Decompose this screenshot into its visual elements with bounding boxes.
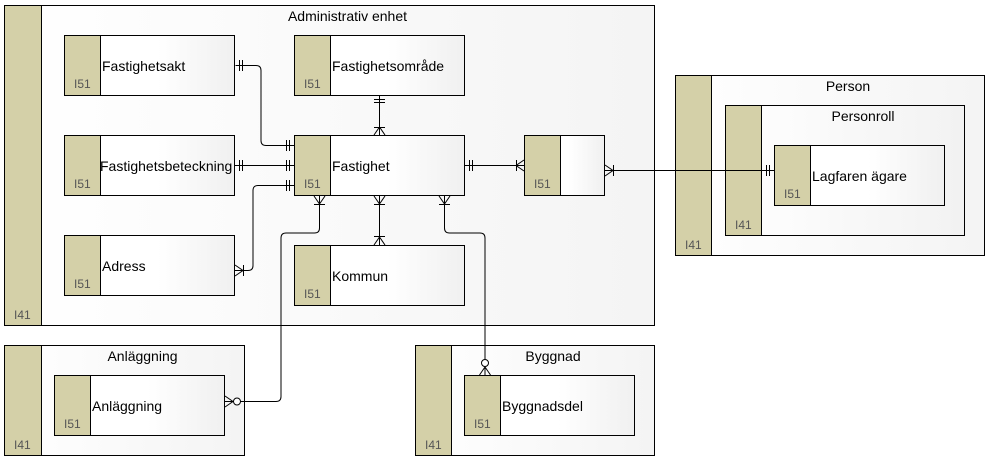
- entity-anlaggning[interactable]: I51 Anläggning: [54, 375, 225, 436]
- entity-stereotype-label: I51: [304, 177, 321, 191]
- entity-lagfaren-agare[interactable]: I51 Lagfaren ägare: [774, 145, 945, 206]
- entity-fastighetsomrade[interactable]: I51 Fastighetsområde: [294, 35, 465, 96]
- entity-stereotype-label: I51: [784, 187, 801, 201]
- package-stereotype-label: I41: [735, 218, 752, 232]
- relation-fastighet-byggnadsdel[interactable]: [438, 195, 491, 376]
- entity-name: Fastighet: [332, 158, 390, 174]
- relation-fastighetsakt-fastighet[interactable]: [235, 60, 295, 151]
- entity-stereotype-label: I51: [304, 77, 321, 91]
- relation-fastighet-kommun[interactable]: [373, 195, 386, 246]
- entity-name: Lagfaren ägare: [812, 168, 907, 184]
- package-stereotype-strip: I41: [416, 346, 452, 455]
- entity-name: Byggnadsdel: [502, 398, 583, 414]
- entity-fastighetsakt[interactable]: I51 Fastighetsakt: [64, 35, 235, 96]
- package-stereotype-label: I41: [14, 308, 31, 322]
- entity-stereotype-label: I51: [64, 417, 81, 431]
- package-title: Personroll: [831, 108, 895, 124]
- entity-stereotype-label: I51: [74, 277, 91, 291]
- entity-name: Kommun: [332, 268, 389, 284]
- package-stereotype-strip: I41: [676, 76, 712, 255]
- relation-fastighet-unnamed[interactable]: [465, 159, 525, 172]
- entity-stereotype-strip: I51: [295, 36, 331, 95]
- entity-adress[interactable]: I51 Adress: [64, 235, 235, 296]
- entity-name: Adress: [102, 258, 146, 274]
- entity-stereotype-strip: I51: [465, 376, 501, 435]
- entity-name: Anläggning: [92, 398, 163, 414]
- entity-name: Fastighetsområde: [332, 58, 445, 74]
- package-title: Anläggning: [107, 348, 178, 364]
- entity-name: Fastighetsbeteckning: [100, 158, 233, 174]
- package-title: Byggnad: [525, 348, 581, 364]
- relation-fastighet-anlaggning[interactable]: [224, 195, 326, 408]
- entity-stereotype-strip: I51: [295, 246, 331, 305]
- entity-kommun[interactable]: I51 Kommun: [294, 245, 465, 306]
- entity-fastighet[interactable]: I51 Fastighet: [294, 135, 465, 196]
- entity-stereotype-label: I51: [304, 287, 321, 301]
- package-stereotype-label: I41: [685, 238, 702, 252]
- entity-stereotype-strip: I51: [65, 236, 101, 295]
- package-stereotype-label: I41: [425, 438, 442, 452]
- package-stereotype-strip: I41: [5, 346, 42, 455]
- package-title: Administrativ enhet: [287, 8, 408, 24]
- entity-name: Fastighetsakt: [102, 58, 186, 74]
- entity-stereotype-label: I51: [74, 77, 91, 91]
- entity-stereotype-strip: I51: [525, 136, 561, 195]
- entity-stereotype-label: I51: [534, 177, 551, 191]
- entity-stereotype-strip: I51: [65, 36, 101, 95]
- entity-stereotype-strip: I51: [55, 376, 91, 435]
- package-stereotype-label: I41: [14, 438, 31, 452]
- entity-stereotype-label: I51: [474, 417, 491, 431]
- relation-fastighetsbeteckning-fastighet[interactable]: [235, 160, 294, 171]
- relation-unnamed-lagfaren-agare[interactable]: [604, 164, 774, 177]
- package-title: Person: [825, 78, 871, 94]
- package-stereotype-strip: I41: [5, 6, 42, 325]
- entity-fastighetsbeteckning[interactable]: I51 Fastighetsbeteckning: [64, 135, 235, 196]
- entity-stereotype-label: I51: [74, 177, 91, 191]
- relation-adress-fastighet[interactable]: [234, 180, 294, 277]
- entity-unnamed[interactable]: I51: [524, 135, 605, 196]
- entity-stereotype-strip: I51: [295, 136, 331, 195]
- entity-stereotype-strip: I51: [65, 136, 101, 195]
- entity-byggnadsdel[interactable]: I51 Byggnadsdel: [464, 375, 635, 436]
- relation-fastighetsomrade-fastighet[interactable]: [373, 96, 386, 136]
- entity-stereotype-strip: I51: [775, 146, 811, 205]
